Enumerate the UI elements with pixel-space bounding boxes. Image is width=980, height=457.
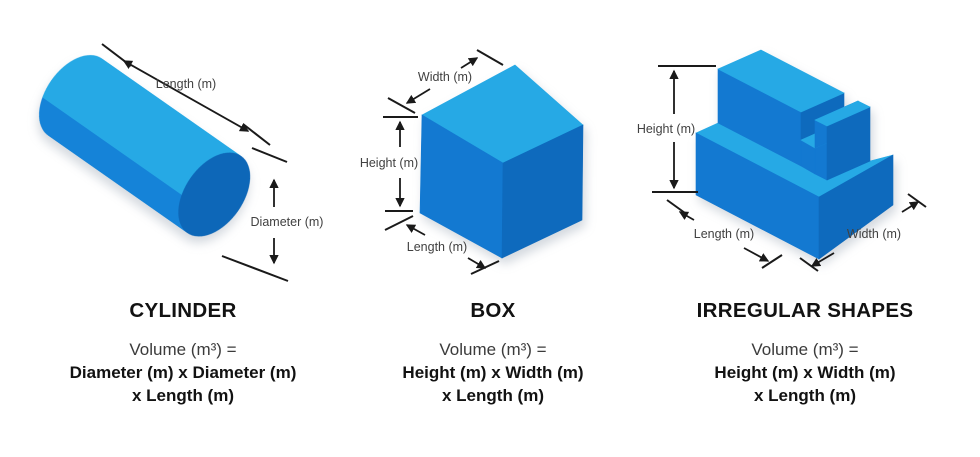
irregular-caption: IRREGULAR SHAPES Volume (m³) = Height (m… xyxy=(655,299,955,407)
dimension-line xyxy=(467,257,487,269)
cylinder-length-label: Length (m) xyxy=(156,77,216,91)
box-title: BOX xyxy=(470,299,516,322)
irregular-height-label: Height (m) xyxy=(637,122,695,136)
box-width-dimension: Width (m) xyxy=(387,49,504,114)
dimension-tick xyxy=(761,254,783,269)
dimension-line xyxy=(460,57,479,69)
cylinder-title: CYLINDER xyxy=(129,299,237,322)
dimension-line xyxy=(405,224,426,236)
box-width-label: Width (m) xyxy=(418,70,472,84)
cylinder-formula-line3: x Length (m) xyxy=(132,386,234,405)
cylinder-length-dimension: Length (m) xyxy=(101,43,271,146)
box-height-dimension: Height (m) xyxy=(360,116,418,212)
cylinder-shape xyxy=(39,55,251,237)
irregular-formula-line3: x Length (m) xyxy=(754,386,856,405)
irregular-length-dimension: Length (m) xyxy=(666,199,783,269)
box-right-face xyxy=(501,124,584,259)
cylinder-caption: CYLINDER Volume (m³) = Diameter (m) x Di… xyxy=(33,299,333,407)
box-length-label: Length (m) xyxy=(407,240,467,254)
dimension-tick xyxy=(221,255,289,282)
irregular-length-label: Length (m) xyxy=(694,227,754,241)
box-formula-line2: Height (m) x Width (m) xyxy=(402,363,584,382)
box-formula-line1: Volume (m³) = xyxy=(439,340,547,359)
irregular-formula-line1: Volume (m³) = xyxy=(751,340,859,359)
dimension-tick xyxy=(907,193,927,208)
irregular-upper-top-face xyxy=(717,49,845,113)
cylinder-formula-line2: Diameter (m) x Diameter (m) xyxy=(69,363,297,382)
dimension-line xyxy=(678,211,695,221)
dimension-tick xyxy=(387,97,416,114)
irregular-height-dimension: Height (m) xyxy=(637,65,716,193)
dimension-line xyxy=(810,252,835,267)
irregular-tab-top-face xyxy=(814,100,871,127)
dimension-tick xyxy=(666,199,686,214)
box-formula-line3: x Length (m) xyxy=(442,386,544,405)
box-caption: BOX Volume (m³) = Height (m) x Width (m)… xyxy=(343,299,643,407)
irregular-width-label: Width (m) xyxy=(847,227,901,241)
irregular-title: IRREGULAR SHAPES xyxy=(696,299,914,322)
dimension-tick xyxy=(251,147,288,163)
box-height-label: Height (m) xyxy=(360,156,418,170)
dimension-tick xyxy=(476,49,504,66)
dimension-tick xyxy=(470,260,500,275)
dimension-line xyxy=(743,247,770,262)
cylinder-diameter-dimension: Diameter (m) xyxy=(221,147,324,282)
irregular-shape xyxy=(695,49,894,260)
dimension-tick xyxy=(242,123,271,146)
dimension-line xyxy=(405,88,431,104)
cylinder-end-cap xyxy=(178,152,251,237)
cylinder-diameter-label: Diameter (m) xyxy=(251,215,324,229)
dimension-line xyxy=(122,60,250,132)
irregular-base-right-face xyxy=(818,154,894,260)
box-length-dimension: Length (m) xyxy=(384,215,500,275)
box-shape xyxy=(419,64,584,259)
dimension-tick xyxy=(384,215,414,231)
diagram-canvas: Length (m) Diameter (m) Width (m) Height… xyxy=(39,43,927,282)
dimension-line xyxy=(901,201,920,213)
cylinder-formula-line1: Volume (m³) = xyxy=(129,340,237,359)
irregular-formula-line2: Height (m) x Width (m) xyxy=(714,363,896,382)
dimension-tick xyxy=(799,257,819,272)
irregular-width-dimension: Width (m) xyxy=(799,193,927,272)
